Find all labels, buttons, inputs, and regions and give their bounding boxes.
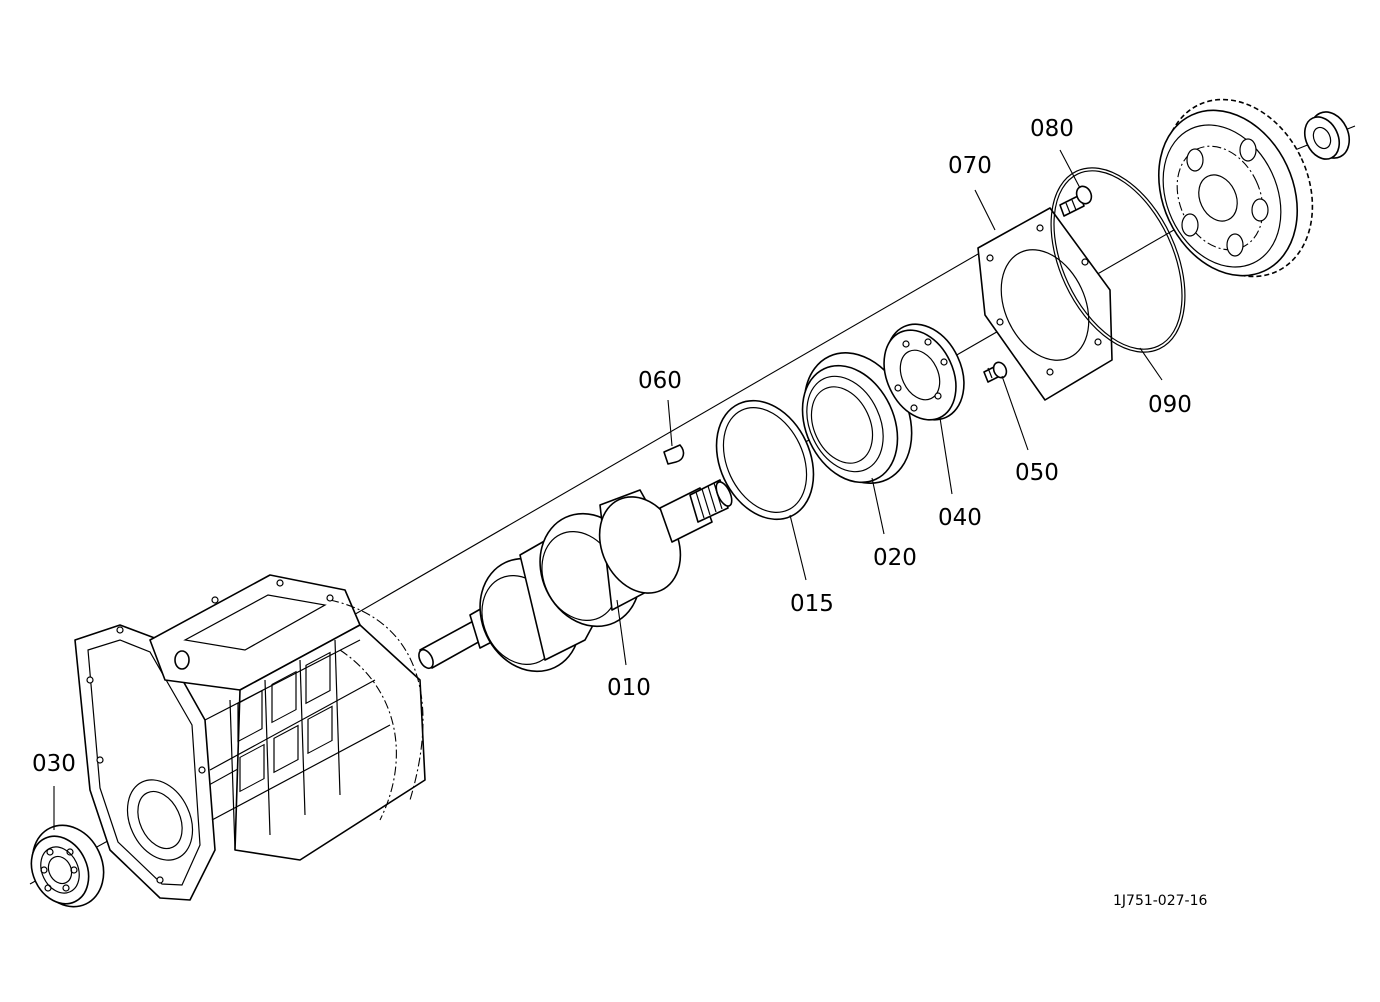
drawing-reference-code: 1J751-027-16	[1113, 893, 1207, 909]
callout-010: 010	[607, 675, 651, 701]
bearing-020[interactable]	[784, 335, 932, 501]
callout-030: 030	[32, 751, 76, 777]
callout-040: 040	[938, 505, 982, 531]
callout-050: 050	[1015, 460, 1059, 486]
callout-090: 090	[1148, 392, 1192, 418]
callout-080: 080	[1030, 116, 1074, 142]
key-060[interactable]	[663, 444, 685, 465]
leader-lines	[53, 149, 1163, 830]
callout-020: 020	[873, 545, 917, 571]
flange-plate-070[interactable]	[977, 207, 1113, 401]
callout-labels: 030 010 015 020 040 050 060 070 080 090	[32, 116, 1192, 777]
gasket-090[interactable]	[1024, 147, 1212, 374]
drive-gear	[1157, 98, 1314, 278]
bolt-080[interactable]	[1059, 184, 1094, 217]
retainer-plate-040[interactable]	[870, 311, 979, 432]
shim-ring-015[interactable]	[698, 385, 832, 535]
ball-bearing-030[interactable]	[19, 814, 116, 919]
shaft-010[interactable]	[416, 479, 735, 688]
callout-060: 060	[638, 368, 682, 394]
callout-070: 070	[948, 153, 992, 179]
shaft-nut	[1303, 111, 1351, 160]
transmission-case	[74, 574, 426, 901]
bolt-050[interactable]	[983, 360, 1009, 383]
callout-015: 015	[790, 591, 834, 617]
